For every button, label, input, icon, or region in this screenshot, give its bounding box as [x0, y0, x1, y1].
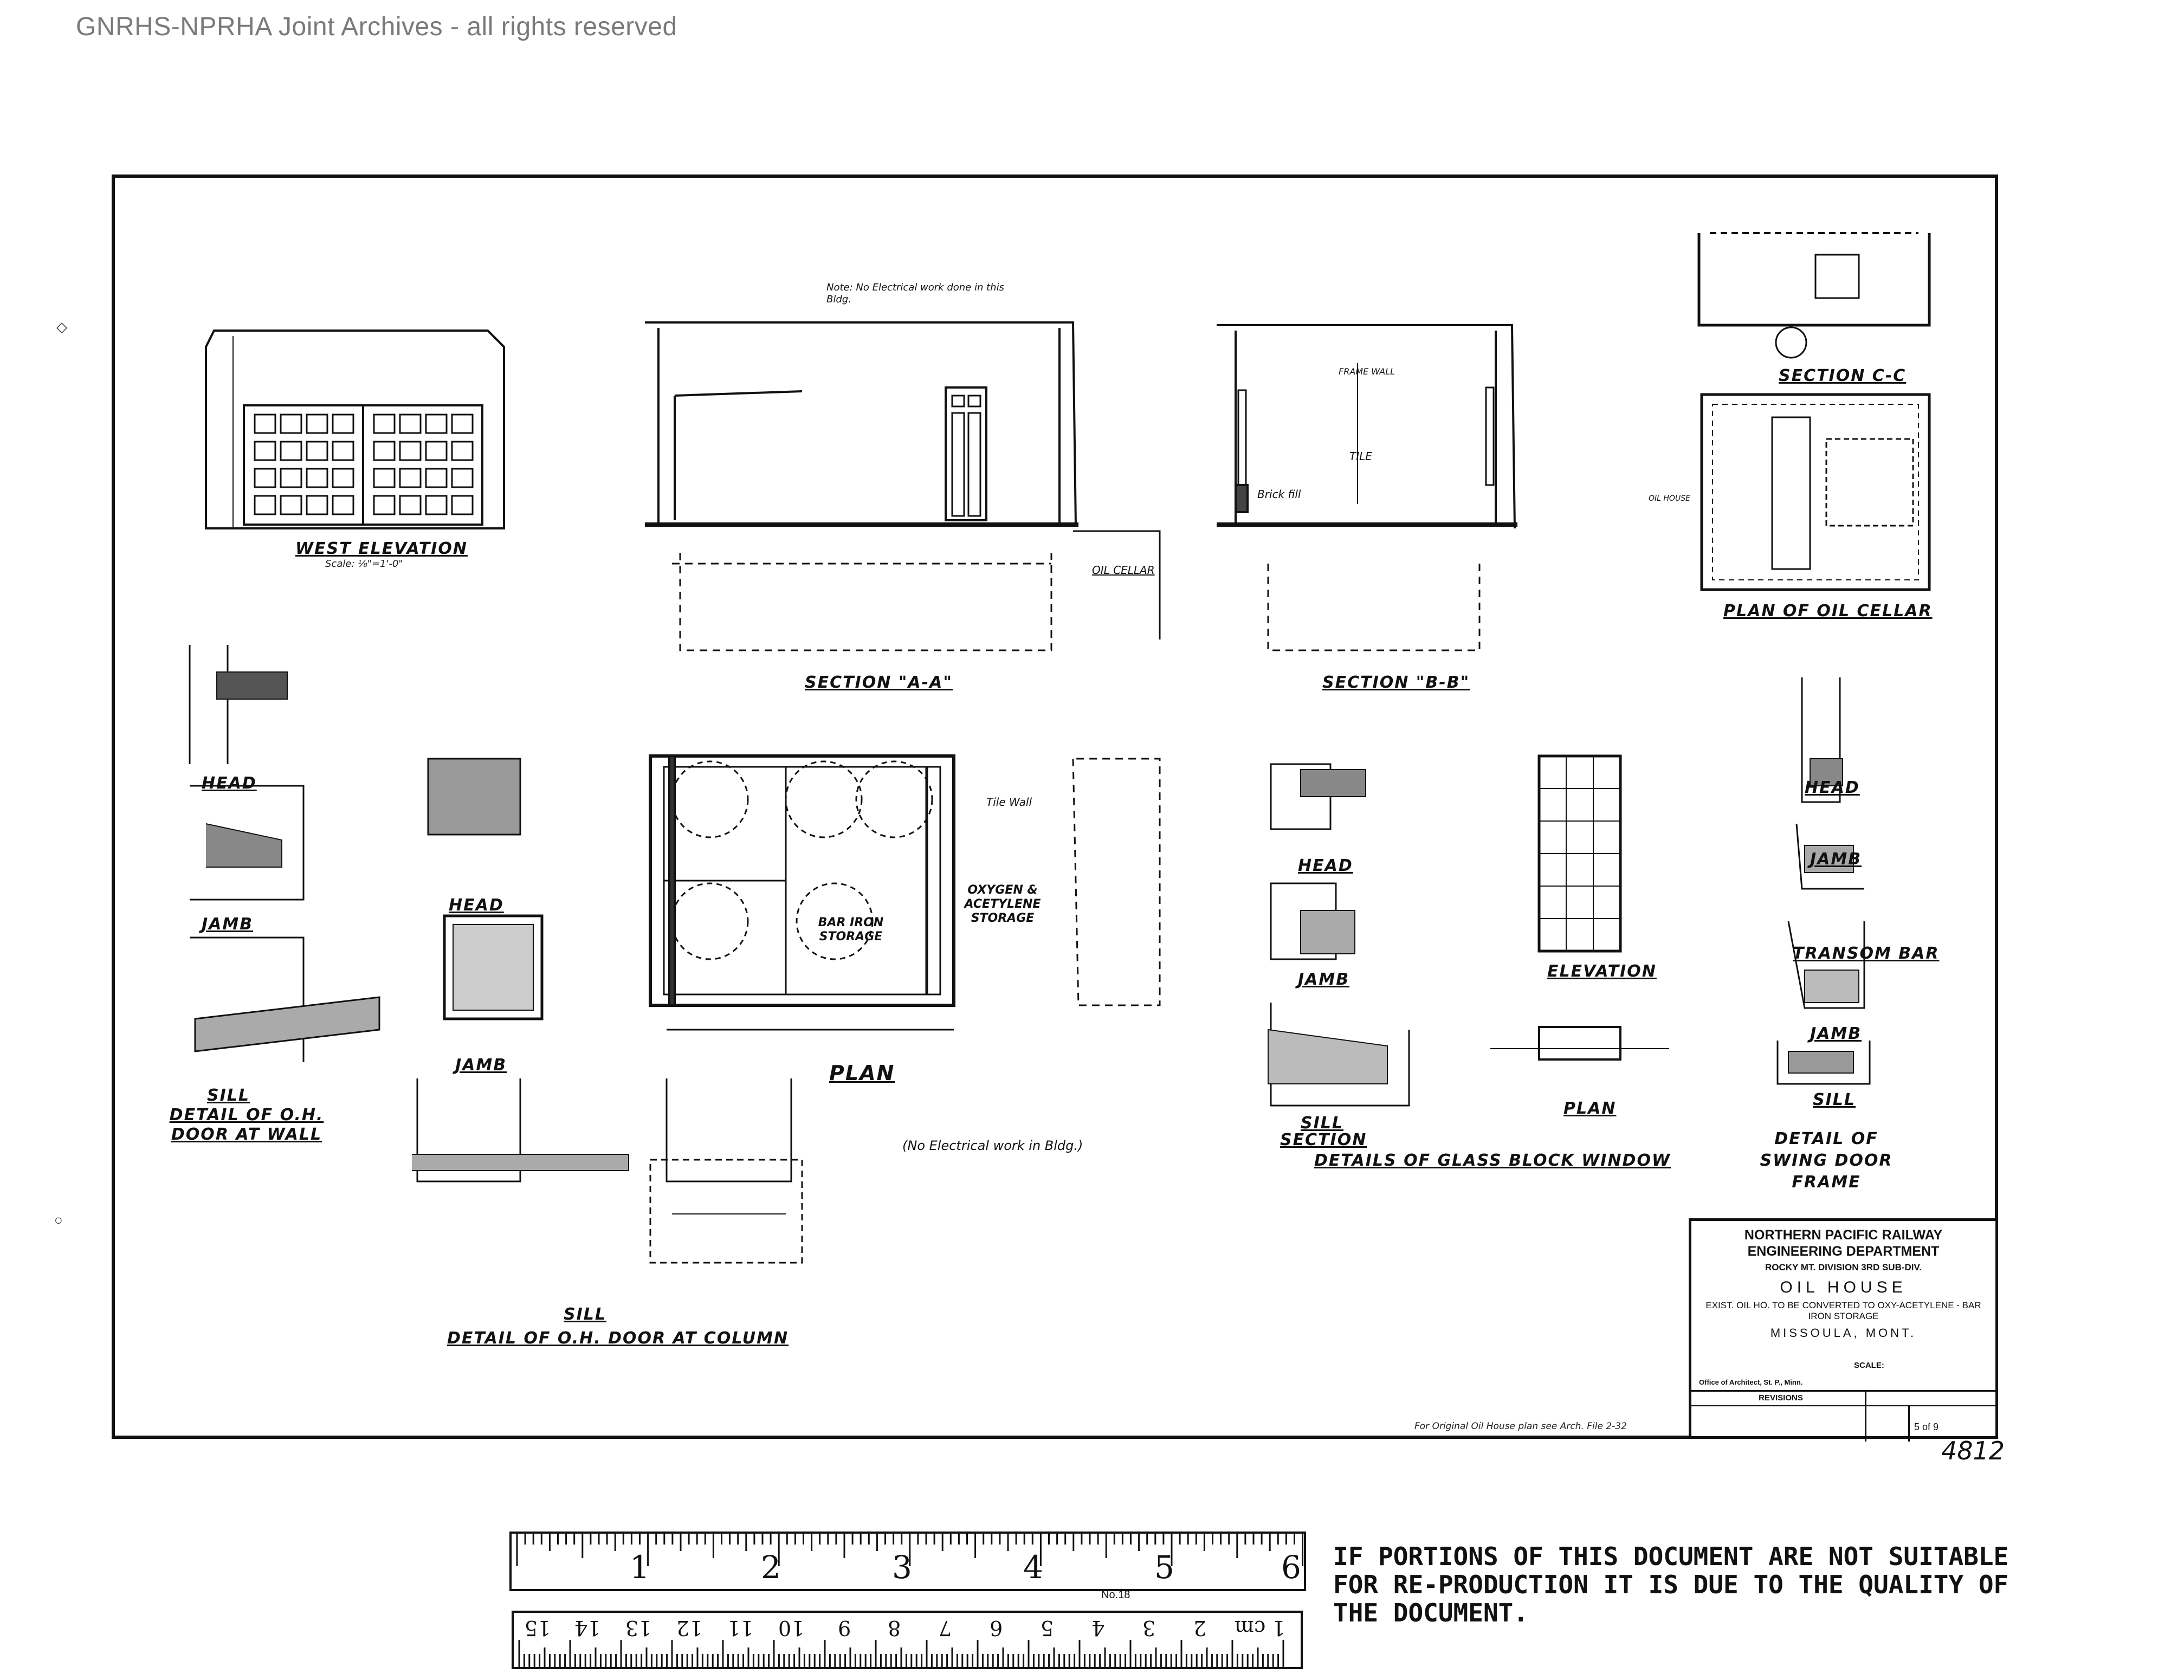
registration-mark: ○ [54, 1212, 63, 1228]
ruler-inches: 1 2 3 4 5 6 [509, 1532, 1306, 1591]
section-aa-label: SECTION "A-A" [805, 673, 953, 692]
drawing-location: MISSOULA, MONT. [1770, 1326, 1917, 1340]
ruler-number: 5 [1154, 1549, 1174, 1586]
elevation-label: ELEVATION [1547, 962, 1657, 981]
oh-door-column-details [412, 758, 803, 1264]
section-cc-drawing [1697, 232, 1931, 359]
detail-swing-door-frame-label: DETAIL OF SWING DOOR FRAME [1760, 1129, 1893, 1192]
jamb-label: JAMB [455, 1056, 507, 1075]
head-label: HEAD [202, 774, 257, 793]
head-label: HEAD [449, 896, 504, 915]
jamb-label: JAMB [1810, 850, 1862, 869]
ruler-number: 11 [727, 1616, 754, 1640]
title-block: NORTHERN PACIFIC RAILWAY ENGINEERING DEP… [1689, 1218, 1998, 1442]
room-label-oxygen: OXYGEN & ACETYLENE STORAGE [964, 883, 1041, 925]
transom-bar-label: TRANSOM BAR [1793, 944, 1940, 963]
office-field: Office of Architect, St. P., Minn. [1699, 1378, 1803, 1386]
oil-house-note: OIL HOUSE [1649, 494, 1690, 503]
ruler-ticks [516, 1534, 1304, 1566]
title-block-divider [1691, 1405, 1995, 1406]
sheet-number: 4812 [1941, 1436, 2005, 1465]
oil-cellar-plan-drawing [1700, 393, 1931, 591]
detail-oh-door-column-label: DETAIL OF O.H. DOOR AT COLUMN [447, 1329, 789, 1348]
registration-mark: ◇ [56, 319, 67, 335]
ruler-number: 12 [676, 1616, 703, 1640]
ruler-model-label: No.18 [1101, 1589, 1130, 1601]
oil-cellar-note: OIL CELLAR [1092, 564, 1155, 577]
ruler-number: 6 [1281, 1549, 1301, 1586]
detail-oh-door-wall-label: DETAIL OF O.H. DOOR AT WALL [169, 1106, 324, 1144]
glass-block-details [1268, 754, 1669, 1107]
brick-fill-note: Brick fill [1257, 488, 1301, 501]
no-electrical-note: (No Electrical work in Bldg.) [902, 1138, 1083, 1153]
head-label: HEAD [1298, 856, 1353, 875]
details-glass-block-window-label: DETAILS OF GLASS BLOCK WINDOW [1314, 1151, 1671, 1170]
ruler-centimeters: 15 14 13 12 11 10 9 8 7 6 5 4 3 2 1 cm [512, 1611, 1303, 1669]
company-name: NORTHERN PACIFIC RAILWAY [1744, 1227, 1943, 1243]
sill-label: SILL [1301, 1114, 1344, 1133]
west-elevation-drawing [205, 329, 505, 529]
sill-label: SILL [564, 1305, 607, 1324]
scale-field: SCALE: [1854, 1361, 1884, 1370]
ruler-number: 5 [1041, 1616, 1054, 1640]
ruler-number: 13 [625, 1616, 652, 1640]
ruler-number: 1 [630, 1549, 650, 1586]
ruler-number: 1 cm [1235, 1616, 1285, 1640]
revisions-header: REVISIONS [1759, 1393, 1803, 1403]
section-cc-label: SECTION C-C [1779, 366, 1907, 385]
tile-wall-note: Tile Wall [986, 796, 1032, 809]
ruler-number: 4 [1091, 1616, 1105, 1640]
sill-label: SILL [207, 1086, 250, 1105]
main-plan-drawing [649, 754, 1161, 1031]
sheet-count: 5 of 9 [1908, 1405, 1939, 1442]
top-note: Note: No Electrical work done in this Bl… [826, 282, 1004, 305]
reproduction-disclaimer: IF PORTIONS OF THIS DOCUMENT ARE NOT SUI… [1333, 1542, 2009, 1627]
ruler-number: 6 [990, 1616, 1003, 1640]
drawing-title: OIL HOUSE [1780, 1278, 1907, 1296]
plan-label: PLAN [829, 1061, 895, 1085]
room-label-bar-iron: BAR IRON STORAGE [818, 916, 884, 944]
ruler-number: 8 [888, 1616, 901, 1640]
ruler-number: 10 [778, 1616, 805, 1640]
tile-note: TILE [1349, 450, 1372, 463]
section-bb-drawing [1217, 324, 1517, 651]
sill-label: SILL [1813, 1090, 1856, 1109]
jamb-label: JAMB [1298, 970, 1350, 989]
title-block-divider [1691, 1390, 1995, 1392]
ruler-number: 15 [525, 1616, 551, 1640]
archive-file-note: For Original Oil House plan see Arch. Fi… [1414, 1421, 1627, 1432]
ruler-number: 7 [939, 1616, 952, 1640]
section-aa-drawing [645, 321, 1161, 651]
oil-cellar-plan-label: PLAN OF OIL CELLAR [1723, 602, 1933, 621]
ruler-number: 4 [1023, 1549, 1043, 1586]
swing-door-frame-details [1776, 677, 1871, 1085]
section-label: SECTION [1280, 1130, 1367, 1149]
section-bb-label: SECTION "B-B" [1322, 673, 1470, 692]
division: ROCKY MT. DIVISION 3RD SUB-DIV. [1765, 1262, 1922, 1272]
ruler-number: 3 [1142, 1616, 1156, 1640]
title-block-cell [1865, 1390, 1866, 1442]
ruler-number: 2 [1193, 1616, 1207, 1640]
ruler-number: 14 [574, 1616, 601, 1640]
jamb-label: JAMB [1810, 1024, 1862, 1043]
ruler-number: 2 [761, 1549, 781, 1586]
ruler-number: 3 [892, 1549, 912, 1586]
drawing-description: EXIST. OIL HO. TO BE CONVERTED TO OXY-AC… [1705, 1300, 1981, 1321]
scale-note: Scale: ⅛"=1'-0" [325, 558, 403, 570]
head-label: HEAD [1805, 778, 1860, 797]
west-elevation-label: WEST ELEVATION [295, 539, 468, 558]
jamb-label: JAMB [202, 915, 254, 934]
drawing-sheet-border [112, 175, 1998, 1439]
oh-door-wall-details [189, 645, 380, 1062]
ruler-ticks [518, 1640, 1284, 1667]
ruler-number: 9 [838, 1616, 851, 1640]
archive-watermark: GNRHS-NPRHA Joint Archives - all rights … [76, 12, 677, 41]
department-name: ENGINEERING DEPARTMENT [1747, 1244, 1940, 1259]
frame-wall-note: FRAME WALL [1339, 366, 1395, 377]
plan-label: PLAN [1563, 1099, 1617, 1118]
